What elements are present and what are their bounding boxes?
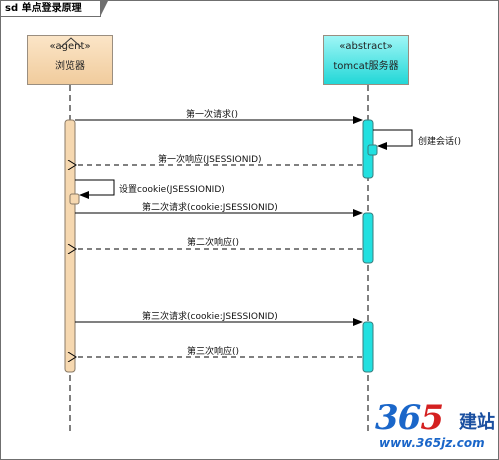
- agent-icon: [61, 37, 81, 47]
- server-lifeline-head: «abstract» tomcat服务器: [323, 35, 409, 85]
- message-label: 第二次响应(): [187, 238, 240, 248]
- server-activation-3: [362, 321, 374, 373]
- frame-title: sd 单点登录原理: [1, 1, 108, 17]
- browser-name: 浏览器: [55, 61, 85, 72]
- server-self-activation: [367, 144, 378, 156]
- server-name: tomcat服务器: [333, 61, 399, 72]
- message-arrow-4: [75, 179, 115, 199]
- watermark-url: www.365jz.com: [379, 436, 485, 450]
- message-label: 第三次请求(cookie:JSESSIONID): [142, 312, 278, 322]
- message-arrow-2: [373, 129, 413, 150]
- server-activation-2: [362, 212, 374, 264]
- message-label: 创建会话(): [418, 137, 462, 147]
- browser-lifeline-head: «agent» 浏览器: [27, 35, 113, 85]
- browser-stereotype: «agent»: [49, 41, 91, 52]
- message-label: 第一次请求(): [186, 110, 239, 120]
- watermark-logo: 365 建站 www.365jz.com: [375, 398, 495, 456]
- watermark-chinese: 建站: [459, 412, 495, 433]
- message-label: 第一次响应(JSESSIONID): [158, 155, 262, 165]
- browser-activation: [64, 119, 76, 373]
- server-stereotype: «abstract»: [339, 41, 393, 52]
- message-label: 设置cookie(JSESSIONID): [119, 185, 225, 195]
- watermark-number: 365: [375, 398, 444, 438]
- browser-self-activation: [69, 193, 80, 205]
- message-label: 第二次请求(cookie:JSESSIONID): [142, 203, 278, 213]
- message-label: 第三次响应(): [187, 347, 240, 357]
